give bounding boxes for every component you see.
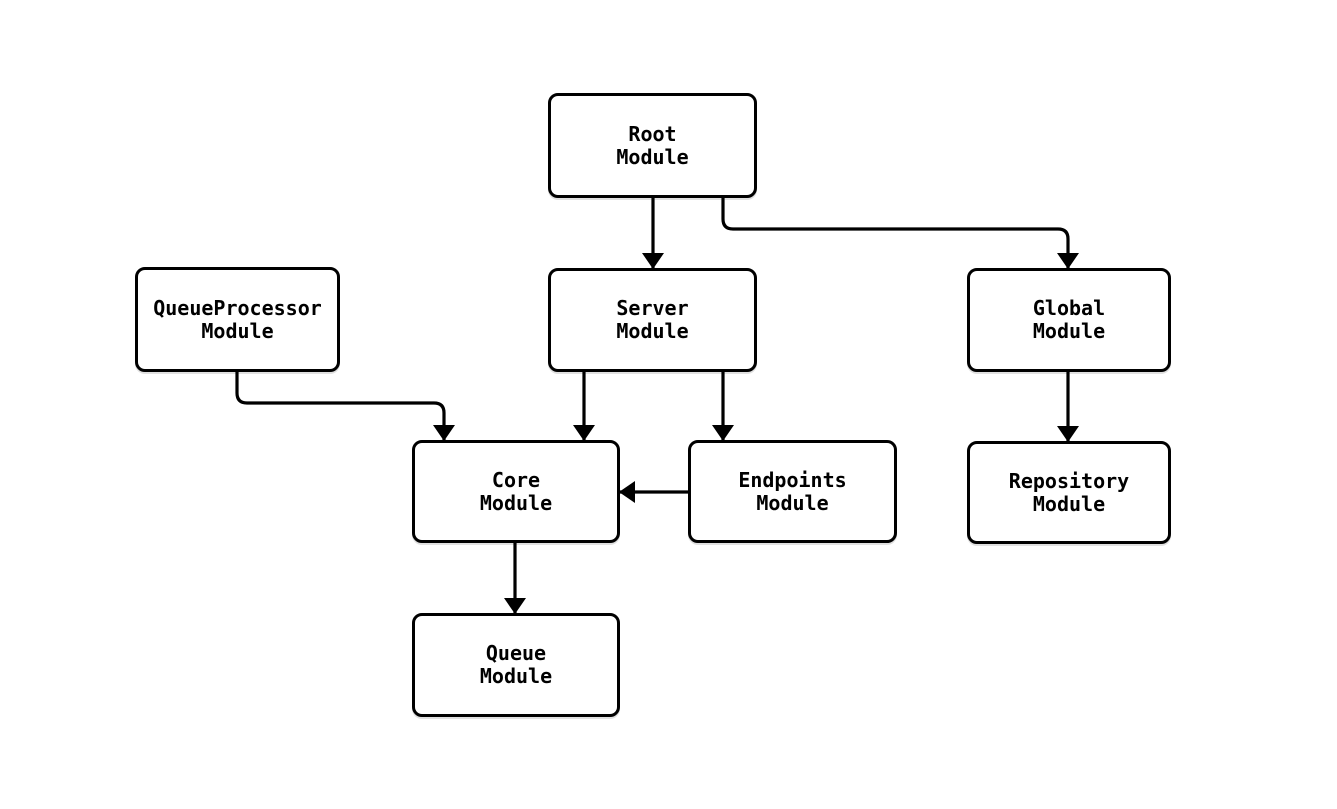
node-label-line: Queue xyxy=(485,641,547,665)
node-label-line: Module xyxy=(479,490,553,515)
node-label-line: Root xyxy=(628,121,677,146)
node-label-line: Repository xyxy=(1008,468,1130,493)
node-label-line: Module xyxy=(616,144,689,169)
node-label-line: Module xyxy=(756,490,829,515)
node-label-line: Module xyxy=(479,664,553,688)
edge-group xyxy=(235,198,1079,614)
edge-root-module-to-global-module xyxy=(721,198,1079,269)
node-label-line: Core xyxy=(491,467,541,492)
node-label-line: QueueProcessor xyxy=(153,295,322,320)
node-label-line: Module xyxy=(1032,491,1106,516)
node-label-line: Global xyxy=(1032,296,1106,320)
node-label-line: Server xyxy=(616,296,689,320)
node-label-line: Module xyxy=(201,318,274,343)
edge-queueprocessor-module-to-core-module xyxy=(235,372,455,441)
node-label-line: Endpoints xyxy=(738,467,847,492)
node-label-line: Module xyxy=(1032,319,1106,343)
node-label-line: Module xyxy=(616,319,689,343)
